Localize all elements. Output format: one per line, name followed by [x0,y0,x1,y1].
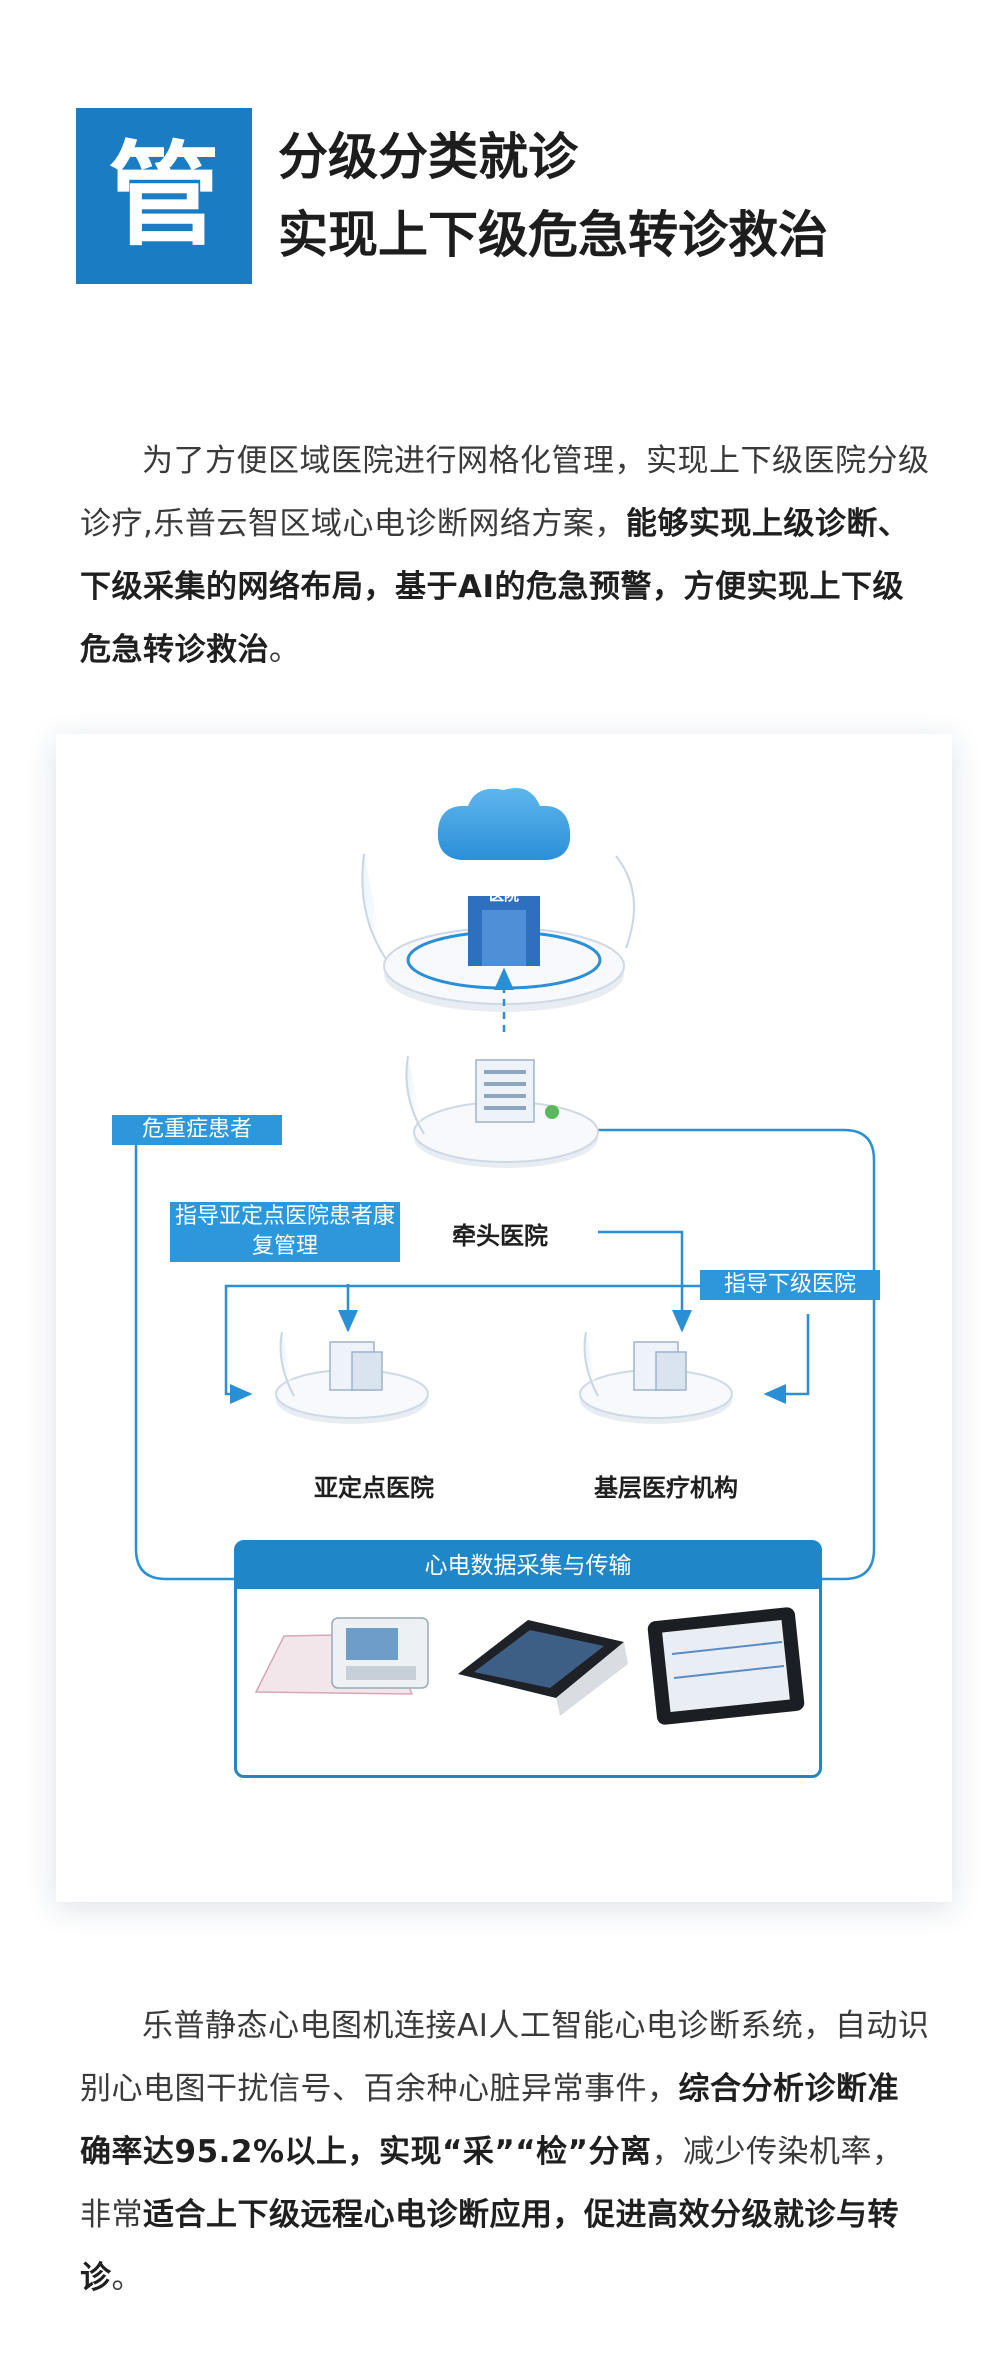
guide-sub-label: 指导亚定点医院患者康复管理 [170,1202,400,1262]
intro-text-2: 。 [269,632,301,668]
header-title: 分级分类就诊 实现上下级危急转诊救治 [278,118,828,274]
summary-bold-2: 适合上下级远程心电诊断应用，促进高效分级就诊与转诊 [80,2197,899,2296]
summary-text-3: 。 [111,2260,143,2296]
grassroots-icon [579,1331,733,1424]
ecg-cart-icon [254,1617,429,1695]
lead-hospital-icon [405,1055,599,1168]
diagram-graphics [134,788,876,1725]
title-line-2: 实现上下级危急转诊救治 [278,206,828,264]
summary-text-2: ，减少传染机率，非常 [80,2134,904,2233]
summary-paragraph: 乐普静态心电图机连接AI人工智能心电诊断系统，自动识别心电图干扰信号、百余种心脏… [80,1995,930,2310]
ecg-monitor-icon [647,1607,805,1725]
summary-text-1: 乐普静态心电图机连接AI人工智能心电诊断系统，自动识别心电图干扰信号、百余种心脏… [80,2008,930,2107]
guide-lower-line [763,1314,810,1404]
title-line-1: 分级分类就诊 [278,128,578,186]
cloud-label: 区域内高水平三甲医院 [444,864,565,904]
sub-hospital-icon [275,1331,429,1424]
ecg-tablet-icon [458,1620,628,1716]
lead-right-line [598,1230,692,1333]
network-diagram: 区域内高水平三甲医院 危重症患者 指导亚定点医院患者康复管理 牵头医院 指导下级… [56,734,952,1902]
intro-text-1: 为了方便区域医院进行网格化管理，实现上下级医院分级诊疗,乐普云智区域心电诊断网络… [80,443,930,542]
outer-loop-right [584,1128,876,1581]
section-header: 管 分级分类就诊 实现上下级危急转诊救治 [76,108,936,284]
lead-hospital-label: 牵头医院 [452,1222,548,1250]
critical-patient-label: 危重症患者 [112,1115,282,1145]
grassroots-label: 基层医疗机构 [594,1474,738,1502]
intro-bold-1: 能够实现上级诊断、下级采集的网络布局，基于AI的危急预警，方便实现上下级危急转诊… [80,506,910,668]
left-loop-line [224,1284,724,1404]
guide-lower-label: 指导下级医院 [700,1270,880,1300]
sub-hospital-label: 亚定点医院 [314,1474,434,1502]
top-platform-icon [361,788,635,1012]
outer-loop-line [134,1130,234,1581]
intro-paragraph: 为了方便区域医院进行网格化管理，实现上下级医院分级诊疗,乐普云智区域心电诊断网络… [80,430,930,682]
summary-bold-1: 综合分析诊断准确率达95.2%以上，实现“采”“检”分离 [80,2071,899,2170]
header-badge: 管 [76,108,252,284]
